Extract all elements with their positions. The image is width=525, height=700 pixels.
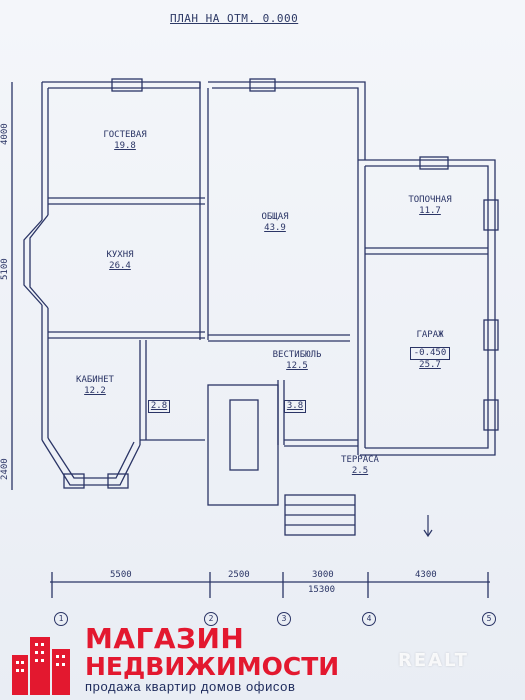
building-logo-icon [12,637,70,695]
room-name: ГАРАЖ [416,330,444,340]
axis-marker: 1 [54,612,68,626]
realt-watermark: REALT [398,650,469,671]
room-area: 11.7 [419,206,441,216]
axis-marker: 5 [482,612,496,626]
room-area: 12.5 [286,361,308,371]
room-area: 2.5 [351,466,369,476]
room-name: ТЕРРАСА [341,455,379,465]
room-name: КУХНЯ [106,250,134,260]
room-area: 2.8 [150,401,168,411]
room-area: 43.9 [264,223,286,233]
dim-1: 5500 [110,570,132,580]
room-area: 12.2 [84,386,106,396]
floor-plan-drawing [11,78,499,598]
room-name: ОБЩАЯ [261,212,289,222]
brand-tagline: продажа квартир домов офисов [85,679,296,694]
room-name: КАБИНЕТ [76,375,114,385]
room-cabinet: КАБИНЕТ 12.2 [65,375,125,397]
plan-title: ПЛАН НА ОТМ. 0.000 [170,12,299,25]
side-dim-2: 5100 [0,258,10,280]
room-gostevaya: ГОСТЕВАЯ 19.8 [90,130,160,152]
axis-marker: 3 [277,612,291,626]
dim-2: 2500 [228,570,250,580]
room-terrace: ТЕРРАСА 2.5 [335,455,385,477]
total-dim: 15300 [308,585,336,595]
brand-line-1: МАГАЗИН [85,622,245,655]
dim-4: 4300 [415,570,437,580]
brand-line-2: НЕДВИЖИМОСТИ [85,652,340,681]
room-small-b: 3.8 [284,400,306,413]
side-dim-1: 4000 [0,123,10,145]
room-area: 3.8 [286,401,304,411]
room-small-a: 2.8 [148,400,170,413]
room-obshaya: ОБЩАЯ 43.9 [245,212,305,234]
room-area: 19.8 [114,141,136,151]
dim-3: 3000 [312,570,334,580]
room-garage: ГАРАЖ -0.450 25.7 [395,330,465,371]
axis-marker: 2 [204,612,218,626]
room-name: ВЕСТИБЮЛЬ [272,350,322,360]
room-vestibule: ВЕСТИБЮЛЬ 12.5 [262,350,332,372]
room-kitchen: КУХНЯ 26.4 [85,250,155,272]
side-dim-3: 2400 [0,458,10,480]
garage-level: -0.450 [409,347,451,360]
room-topochnaya: ТОПОЧНАЯ 11.7 [395,195,465,217]
axis-marker: 4 [362,612,376,626]
room-area: 25.7 [419,360,441,370]
room-area: 26.4 [109,261,131,271]
room-name: ТОПОЧНАЯ [408,195,452,205]
room-name: ГОСТЕВАЯ [103,130,147,140]
